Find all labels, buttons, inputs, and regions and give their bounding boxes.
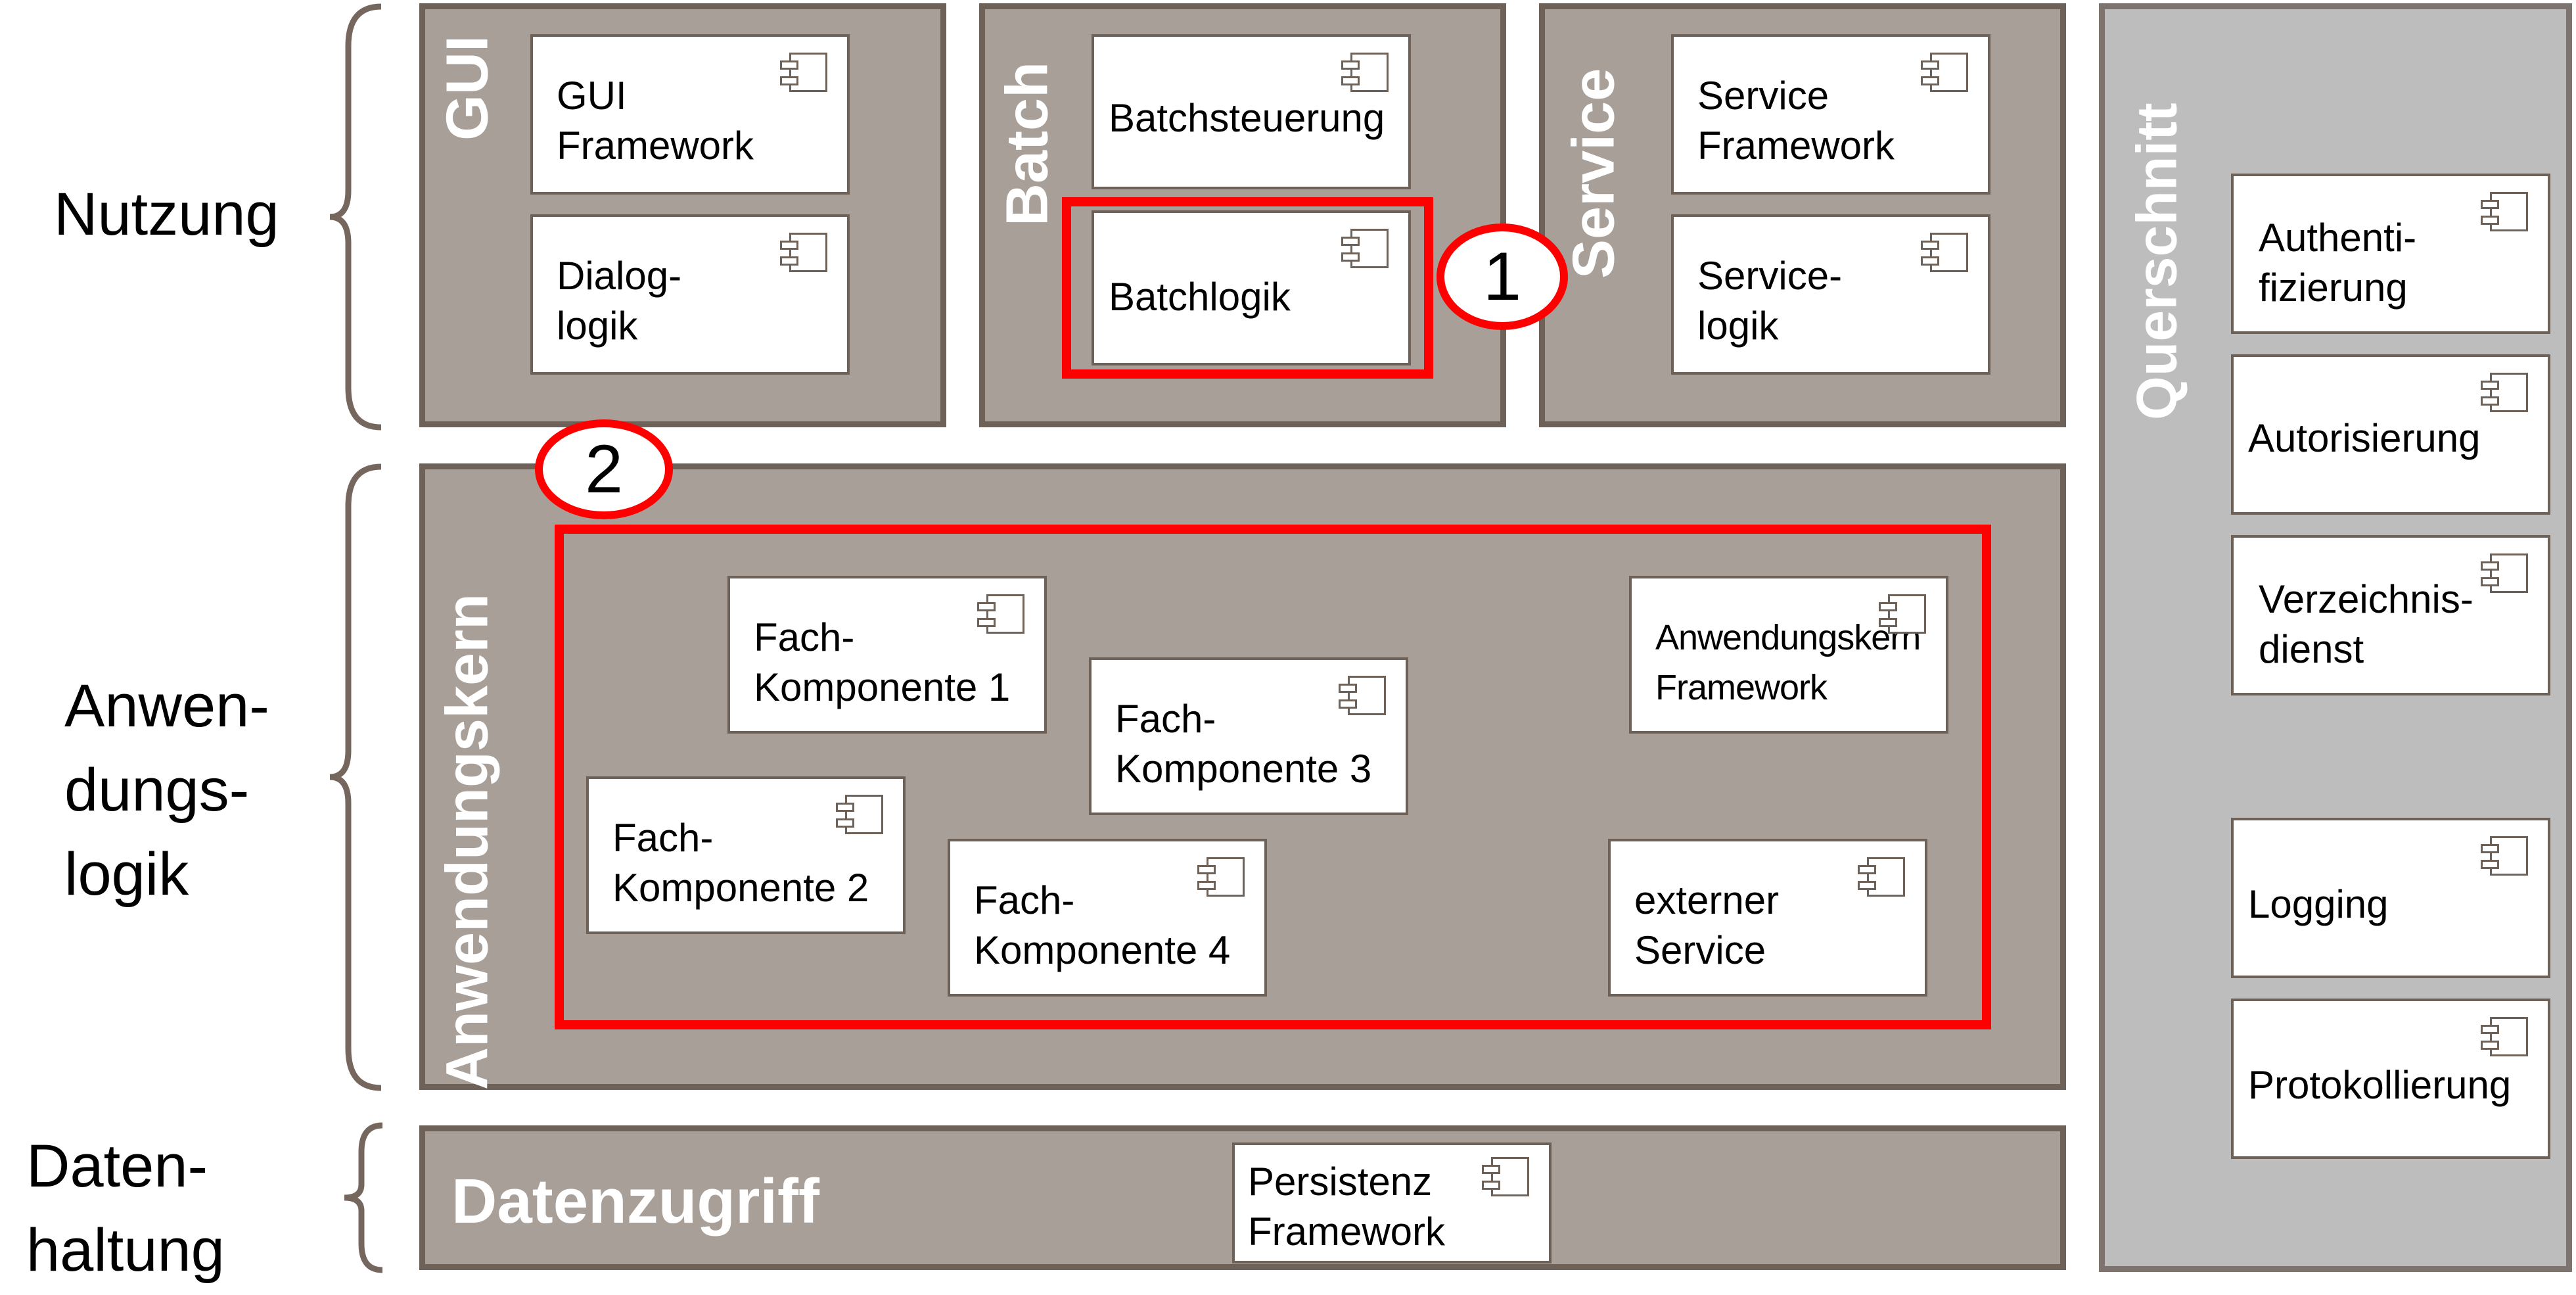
uml-component-icon — [836, 795, 885, 836]
uml-component-icon — [1197, 857, 1246, 898]
component-label: Service- logik — [1697, 254, 1843, 348]
component-label: Dialog- logik — [557, 254, 682, 348]
uml-component-icon — [2481, 192, 2529, 233]
service-panel: Service Service Framework Service- logik — [1539, 3, 2066, 427]
component-service-framework[interactable]: Service Framework — [1671, 34, 1990, 195]
datenzugriff-panel-title: Datenzugriff — [451, 1166, 819, 1236]
curly-brace-icon — [329, 3, 382, 431]
component-fachkomponente-4[interactable]: Fach- Komponente 4 — [948, 839, 1267, 997]
component-label: externer Service — [1634, 878, 1780, 972]
uml-component-icon — [1879, 594, 1927, 635]
marker-1: 1 — [1437, 224, 1568, 330]
layer-label-anwendungslogik: Anwen- dungs- logik — [64, 672, 269, 908]
component-fachkomponente-1[interactable]: Fach- Komponente 1 — [727, 576, 1047, 734]
uml-component-icon — [2481, 1017, 2529, 1058]
component-persistenz-framework[interactable]: Persistenz Framework — [1232, 1142, 1552, 1263]
component-label: GUI Framework — [557, 74, 754, 168]
component-logging[interactable]: Logging — [2231, 818, 2550, 978]
layer-label-nutzung: Nutzung — [54, 181, 279, 248]
highlight-fachkomponenten — [555, 525, 1991, 1029]
layer-label-datenhaltung: Daten- haltung — [26, 1133, 225, 1284]
component-label: Autorisierung — [2248, 416, 2481, 460]
component-label: Verzeichnis- dienst — [2259, 577, 2473, 671]
component-verzeichnisdienst[interactable]: Verzeichnis- dienst — [2231, 535, 2550, 695]
uml-component-icon — [2481, 836, 2529, 877]
component-label: Authenti- fizierung — [2259, 216, 2417, 310]
component-label: Anwendungskern Framework — [1655, 618, 1921, 707]
component-label: Fach- Komponente 4 — [974, 878, 1231, 972]
highlight-batchlogik — [1062, 197, 1433, 379]
gui-panel: GUI GUI Framework Dialog- logik — [419, 3, 946, 427]
querschnitt-panel-title: Querschnitt — [2125, 103, 2189, 420]
gui-panel-title: GUI — [434, 35, 501, 141]
component-servicelogik[interactable]: Service- logik — [1671, 214, 1990, 375]
uml-component-icon — [977, 594, 1026, 635]
service-panel-title: Service — [1561, 68, 1627, 279]
uml-component-icon — [1921, 53, 1969, 93]
component-label: Fach- Komponente 3 — [1115, 697, 1372, 791]
uml-component-icon — [1858, 857, 1906, 898]
uml-component-icon — [1341, 53, 1390, 93]
component-anwendungskern-framework[interactable]: Anwendungskern Framework — [1629, 576, 1948, 734]
component-label: Fach- Komponente 2 — [612, 816, 869, 910]
anwendungskern-panel-title: Anwendungskern — [434, 593, 501, 1090]
component-label: Service Framework — [1697, 74, 1895, 168]
uml-component-icon — [2481, 373, 2529, 413]
uml-component-icon — [780, 233, 829, 273]
anwendungskern-panel: Anwendungskern Fach- Komponente 1 Fach- … — [419, 463, 2066, 1090]
component-authentifizierung[interactable]: Authenti- fizierung — [2231, 174, 2550, 334]
component-protokollierung[interactable]: Protokollierung — [2231, 999, 2550, 1159]
component-externer-service[interactable]: externer Service — [1608, 839, 1927, 997]
curly-brace-icon — [344, 1122, 383, 1273]
uml-component-icon — [780, 53, 829, 93]
uml-component-icon — [1339, 676, 1387, 717]
curly-brace-icon — [329, 463, 382, 1091]
component-batchlogik[interactable]: Batchlogik — [1092, 210, 1411, 365]
component-dialoglogik[interactable]: Dialog- logik — [530, 214, 850, 375]
uml-component-icon — [1482, 1157, 1530, 1198]
component-label: Batchsteuerung — [1109, 96, 1385, 140]
component-gui-framework[interactable]: GUI Framework — [530, 34, 850, 195]
uml-component-icon — [1341, 229, 1390, 270]
component-label: Fach- Komponente 1 — [754, 615, 1011, 709]
component-label: Protokollierung — [2248, 1063, 2512, 1107]
uml-component-icon — [1921, 233, 1969, 273]
component-fachkomponente-3[interactable]: Fach- Komponente 3 — [1089, 657, 1408, 815]
uml-component-icon — [2481, 553, 2529, 594]
datenzugriff-panel: Datenzugriff Persistenz Framework — [419, 1125, 2066, 1270]
component-batchsteuerung[interactable]: Batchsteuerung — [1092, 34, 1411, 189]
component-label: Batchlogik — [1109, 275, 1291, 319]
component-autorisierung[interactable]: Autorisierung — [2231, 354, 2550, 515]
component-label: Logging — [2248, 882, 2389, 926]
marker-2: 2 — [535, 419, 673, 519]
component-fachkomponente-2[interactable]: Fach- Komponente 2 — [586, 776, 906, 934]
batch-panel-title: Batch — [994, 61, 1061, 226]
component-label: Persistenz Framework — [1248, 1160, 1446, 1254]
querschnitt-panel: Querschnitt Authenti- fizierung Autorisi… — [2099, 3, 2572, 1272]
